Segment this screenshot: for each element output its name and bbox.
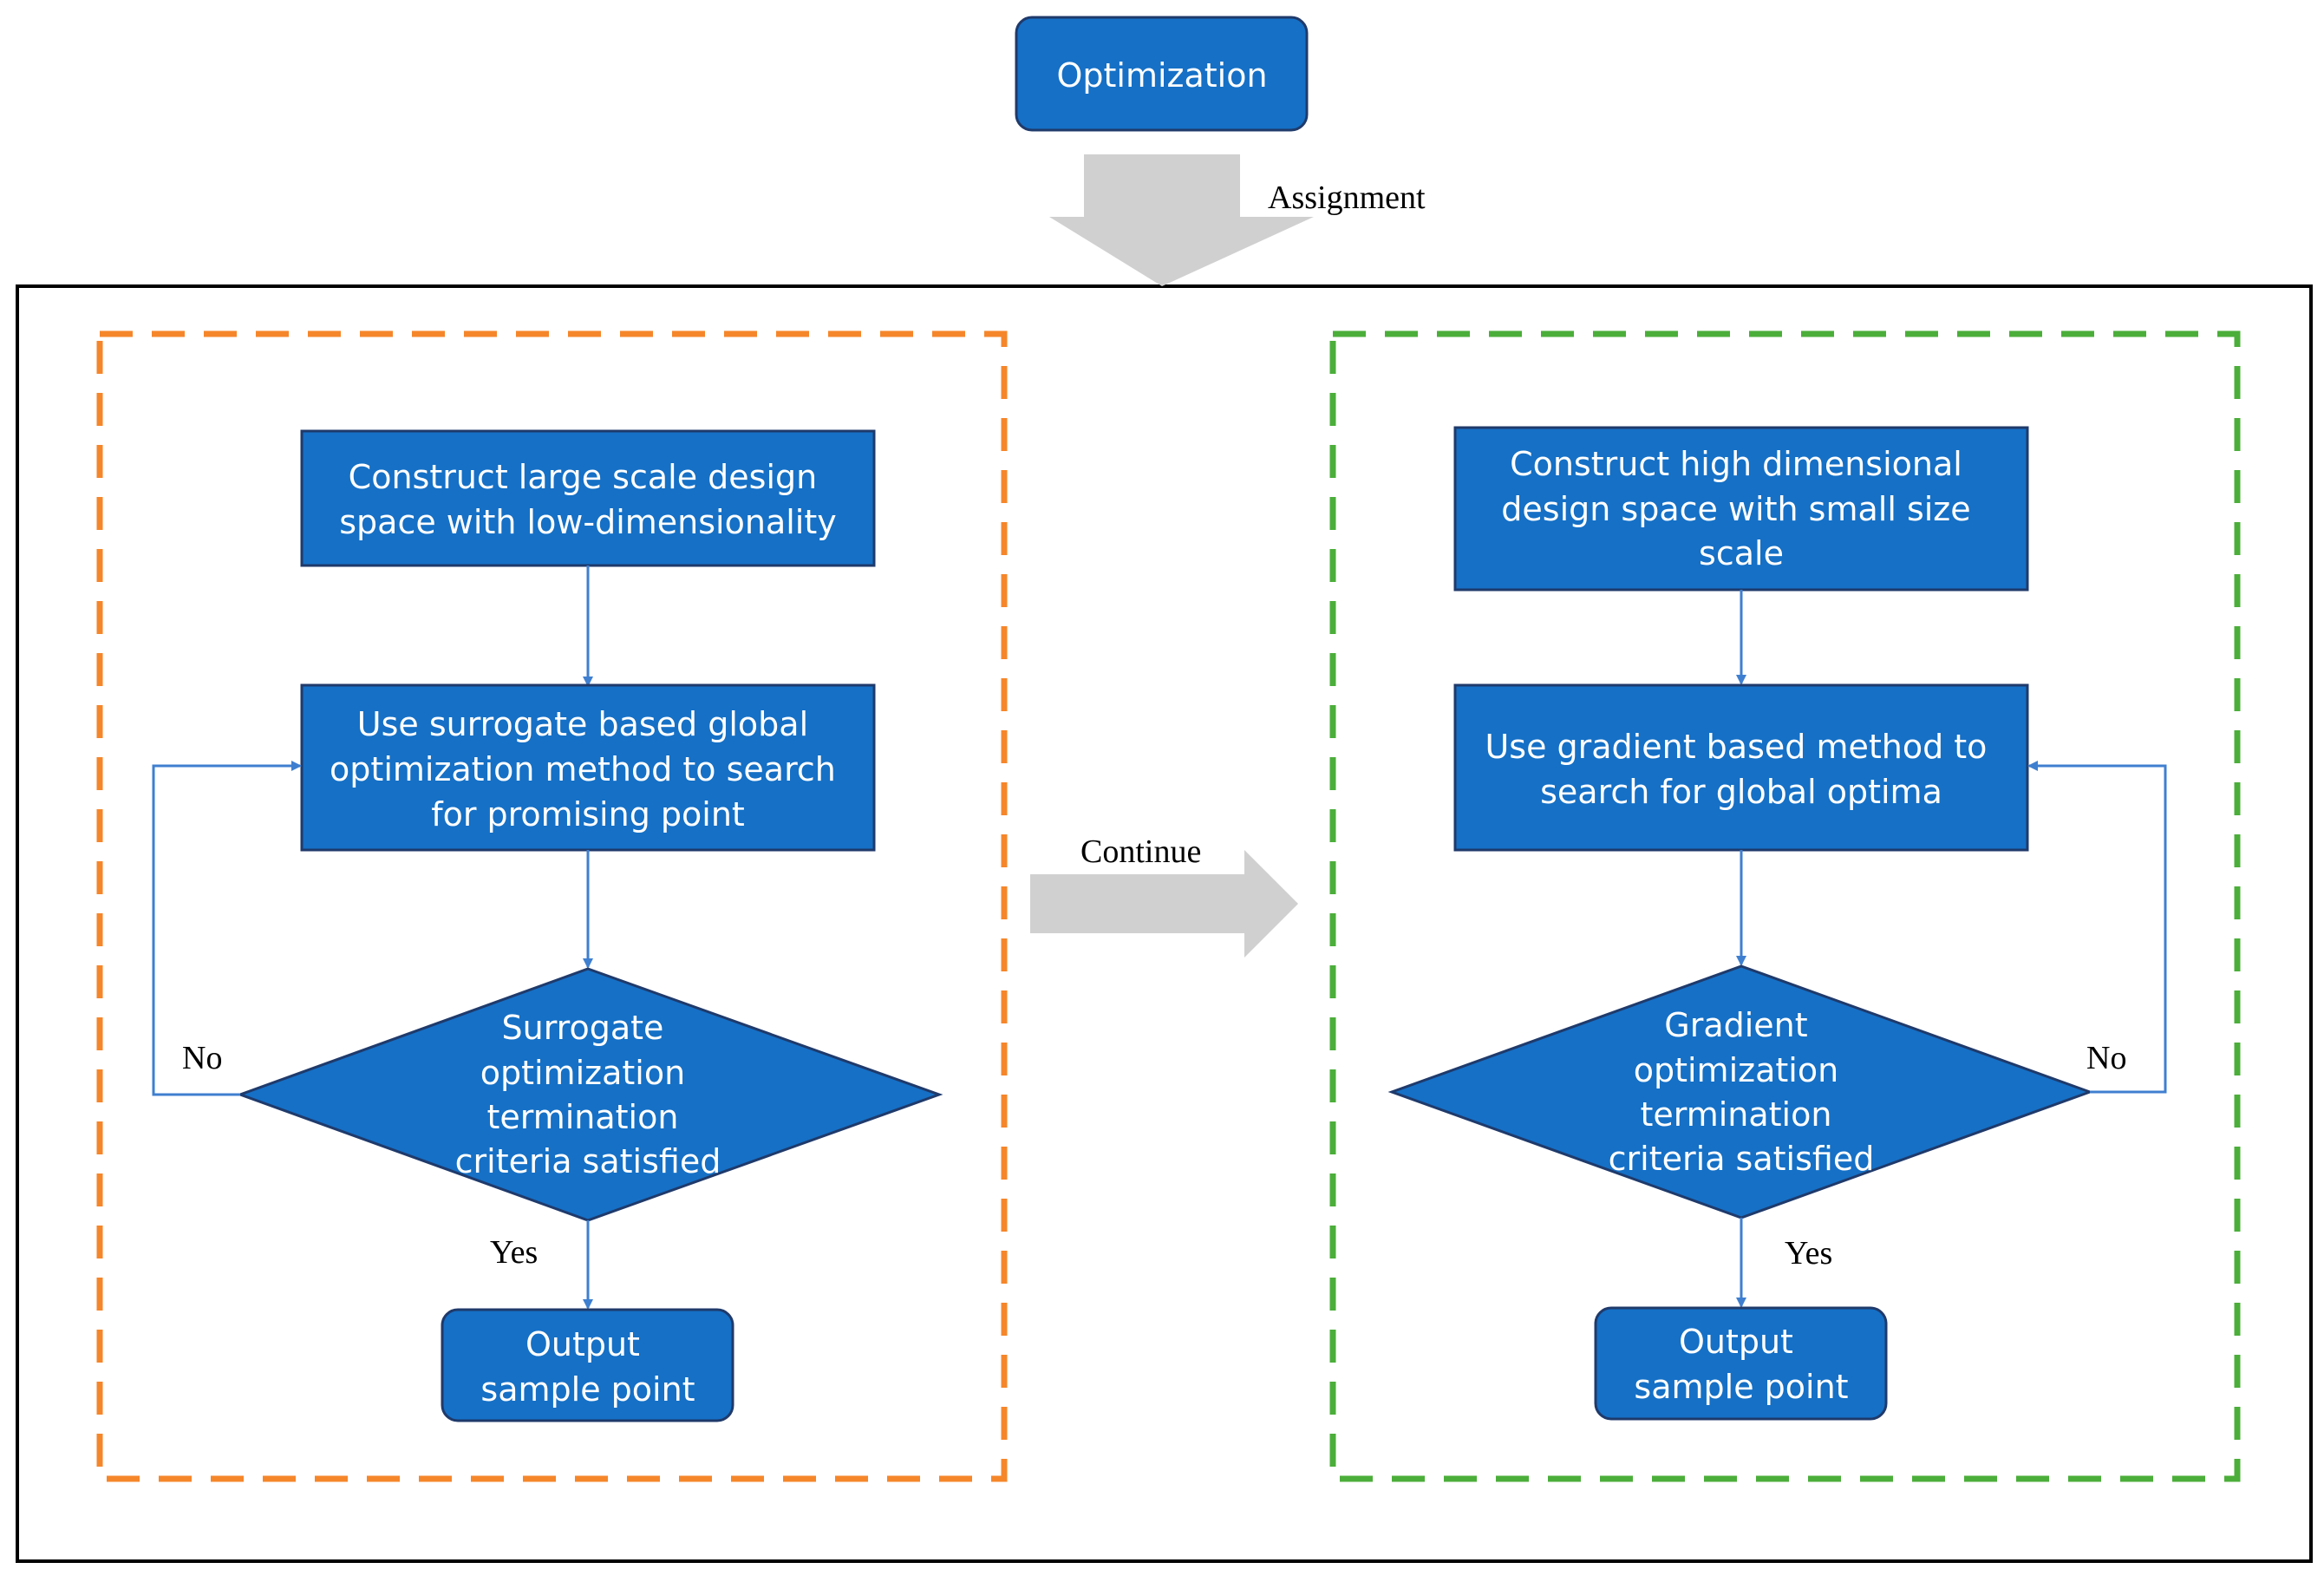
right-construct-line-3: scale xyxy=(1699,534,1784,572)
right-output-line-1: Output xyxy=(1679,1323,1793,1361)
right-decision-text: Gradient optimization termination criter… xyxy=(1609,1006,1875,1178)
left-construct-box xyxy=(300,429,876,567)
left-decision-line-3: termination xyxy=(486,1098,678,1136)
left-dashed-container xyxy=(96,330,1008,1482)
left-search-box xyxy=(300,683,876,852)
outer-frame xyxy=(16,284,2313,1563)
right-search-text: Use gradient based method to search for … xyxy=(1485,728,1997,811)
right-decision-line-3: termination xyxy=(1640,1095,1831,1134)
right-construct-line-1: Construct high dimensional xyxy=(1510,445,1962,483)
right-output-line-2: sample point xyxy=(1634,1368,1848,1406)
right-decision-diamond xyxy=(1387,964,2094,1219)
left-construct-line-1: Construct large scale design xyxy=(349,458,818,496)
right-construct-line-2: design space with small size xyxy=(1501,490,1970,528)
right-search-line-1: Use gradient based method to xyxy=(1485,728,1987,766)
right-dashed-container xyxy=(1329,330,2241,1482)
left-search-line-3: for promising point xyxy=(431,795,745,833)
left-no-loop xyxy=(152,761,302,1096)
right-construct-box xyxy=(1453,426,2029,592)
right-construct-text: Construct high dimensional design space … xyxy=(1501,445,1981,572)
continue-arrow xyxy=(1030,850,1298,958)
right-decision-line-4: criteria satisfied xyxy=(1609,1140,1875,1178)
left-construct-line-2: space with low-dimensionality xyxy=(339,503,837,541)
right-search-line-2: search for global optima xyxy=(1540,773,1942,811)
optimization-title: Optimization xyxy=(1056,56,1267,95)
left-no-label: No xyxy=(182,1040,222,1076)
right-no-label: No xyxy=(2086,1040,2126,1076)
left-search-line-2: optimization method to search xyxy=(330,750,836,788)
assignment-arrow xyxy=(1049,154,1314,286)
left-yes-label: Yes xyxy=(490,1234,538,1271)
right-output-text: Output sample point xyxy=(1634,1323,1848,1406)
assignment-label: Assignment xyxy=(1268,180,1426,216)
left-decision-line-4: criteria satisfied xyxy=(455,1142,721,1180)
right-search-box xyxy=(1453,683,2029,852)
left-output-line-2: sample point xyxy=(480,1370,695,1409)
left-output-line-1: Output xyxy=(526,1325,640,1363)
left-search-line-1: Use surrogate based global xyxy=(357,705,808,743)
left-construct-text: Construct large scale design space with … xyxy=(339,458,837,541)
right-decision-line-1: Gradient xyxy=(1664,1006,1807,1044)
right-yes-label: Yes xyxy=(1785,1235,1832,1271)
right-decision-line-2: optimization xyxy=(1634,1051,1838,1089)
left-decision-diamond xyxy=(236,967,943,1222)
right-no-loop xyxy=(2027,761,2167,1094)
left-decision-line-1: Surrogate xyxy=(502,1009,664,1047)
left-decision-line-2: optimization xyxy=(480,1054,685,1092)
left-decision-text: Surrogate optimization termination crite… xyxy=(455,1009,721,1180)
right-output-box xyxy=(1594,1306,1888,1421)
continue-label: Continue xyxy=(1080,833,1201,870)
left-search-text: Use surrogate based global optimization … xyxy=(330,705,846,833)
left-output-box xyxy=(441,1308,734,1422)
left-output-text: Output sample point xyxy=(480,1325,695,1409)
optimization-box xyxy=(1015,16,1309,132)
